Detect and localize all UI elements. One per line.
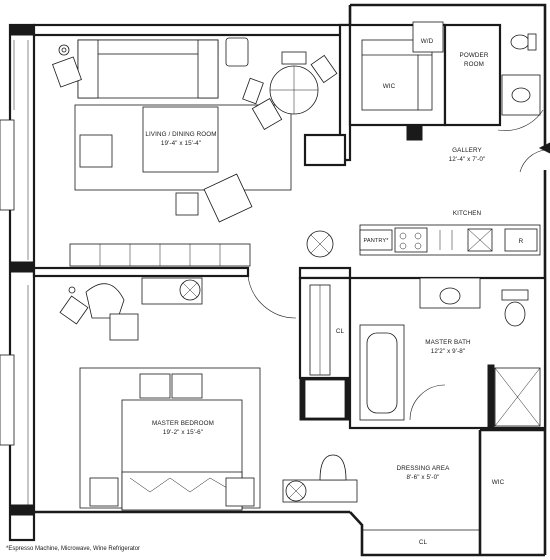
powder-room-label-2: ROOM [464, 61, 484, 68]
washer-dryer-label: W/D [421, 38, 434, 45]
column [303, 133, 347, 167]
wic-top-label: WIC [383, 83, 396, 90]
kitchen-counter [359, 224, 541, 256]
master-bath-dimensions: 12'2" x 9'-8" [431, 348, 465, 355]
top-right-exterior [350, 3, 547, 148]
master-bath-label: MASTER BATH [425, 339, 471, 346]
living-bedroom-wall [32, 266, 250, 278]
dressing-area [282, 428, 545, 555]
bedroom-closet [298, 276, 352, 421]
living-top-wall [32, 23, 352, 37]
gallery-dimensions: 12'-4" x 7'-0" [449, 156, 486, 163]
master-bedroom-dimensions: 19'-2" x 15'-6" [163, 429, 203, 436]
dressing-area-dimensions: 8'-6" x 5'-0" [406, 474, 439, 481]
footnote: *Espresso Machine, Microwave, Wine Refri… [6, 546, 141, 552]
bedroom-furniture [59, 275, 297, 511]
left-exterior-wall [8, 23, 36, 542]
windows [0, 24, 35, 516]
service-core [348, 21, 544, 141]
master-bedroom-label: MASTER BEDROOM [152, 420, 214, 427]
master-bath [348, 276, 547, 431]
dressing-area-label: DRESSING AREA [397, 465, 450, 472]
gallery-label: GALLERY [452, 147, 482, 154]
living-dining-label: LIVING / DINING ROOM [145, 131, 216, 138]
kitchen-label: KITCHEN [453, 210, 482, 217]
closet-bottom-label: CL [419, 539, 428, 546]
living-dining-furniture [52, 37, 338, 267]
wic-bottom-label: WIC [492, 479, 505, 486]
closet-bedroom-label: CL [336, 328, 345, 335]
living-dining-dimensions: 19'-4" x 15'-4" [161, 140, 201, 147]
entry-arrow-icon [538, 142, 550, 154]
pantry-label: PANTRY* [363, 238, 389, 244]
refrigerator-label: R [519, 238, 524, 245]
powder-room-label-1: POWDER [460, 52, 489, 59]
